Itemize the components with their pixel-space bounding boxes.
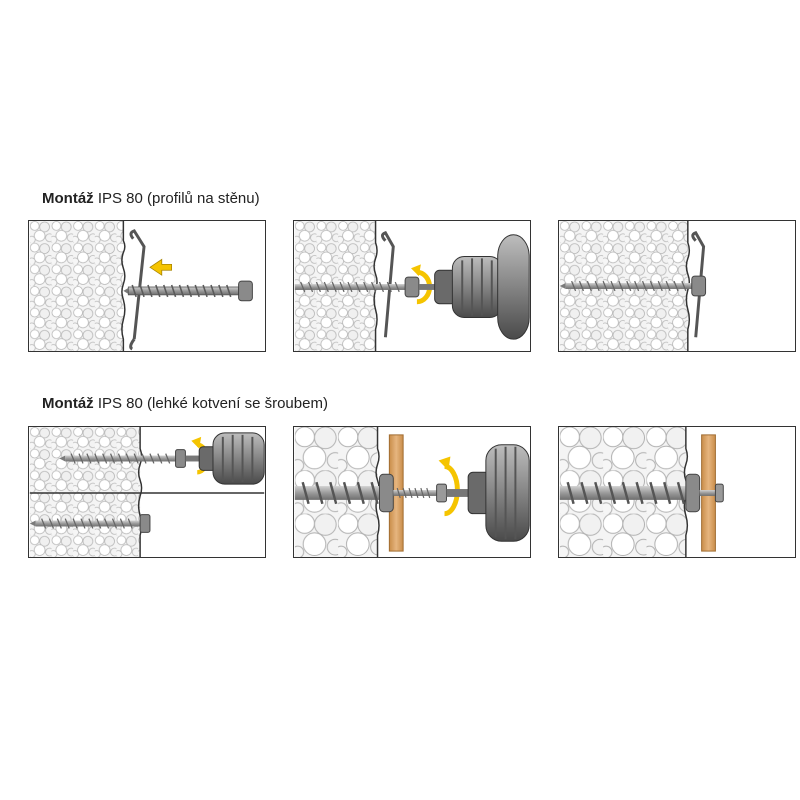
- mounting-profile: [129, 229, 146, 340]
- step-panel-2-2: [293, 426, 531, 558]
- arrow-left-icon: [149, 258, 173, 276]
- section-1-heading-rest: IPS 80 (profilů na stěnu): [93, 190, 260, 207]
- step-panel-2-3: [558, 426, 796, 558]
- screw: [123, 280, 253, 302]
- wall-surface: [685, 221, 691, 351]
- section-2-heading: Montáž IPS 80 (lehké kotvení se šroubem): [42, 395, 328, 412]
- drill-icon: [185, 432, 265, 485]
- section-2-heading-rest: IPS 80 (lehké kotvení se šroubem): [93, 395, 328, 412]
- drill-icon: [446, 444, 530, 542]
- step-2-3-illustration: [559, 427, 724, 557]
- mounting-profile: [380, 231, 395, 338]
- step-panel-2-1: [28, 426, 266, 558]
- insulation-block: [29, 427, 141, 557]
- screw: [59, 449, 186, 468]
- step-1-1-illustration: [29, 221, 253, 351]
- screw: [559, 275, 707, 297]
- anchor: [294, 473, 394, 513]
- screw-head: [699, 483, 724, 503]
- screw: [294, 276, 420, 298]
- wall-surface: [121, 221, 126, 351]
- mounting-profile: [691, 231, 706, 338]
- anchor: [559, 473, 701, 513]
- insulation-block: [29, 221, 124, 351]
- step-2-1-illustration: [29, 427, 265, 557]
- step-panel-1-3: [558, 220, 796, 352]
- step-2-2-illustration: [294, 427, 530, 557]
- drill-icon: [418, 234, 530, 340]
- section-1-heading-bold: Montáž: [42, 190, 94, 207]
- step-1-3-illustration: [559, 221, 707, 351]
- screw-installed: [29, 514, 151, 533]
- section-1-heading: Montáž IPS 80 (profilů na stěnu): [42, 190, 260, 207]
- section-2-heading-bold: Montáž: [42, 395, 94, 412]
- wall-surface: [373, 221, 378, 351]
- step-1-2-illustration: [294, 221, 530, 351]
- step-panel-1-1: [28, 220, 266, 352]
- step-panel-1-2: [293, 220, 531, 352]
